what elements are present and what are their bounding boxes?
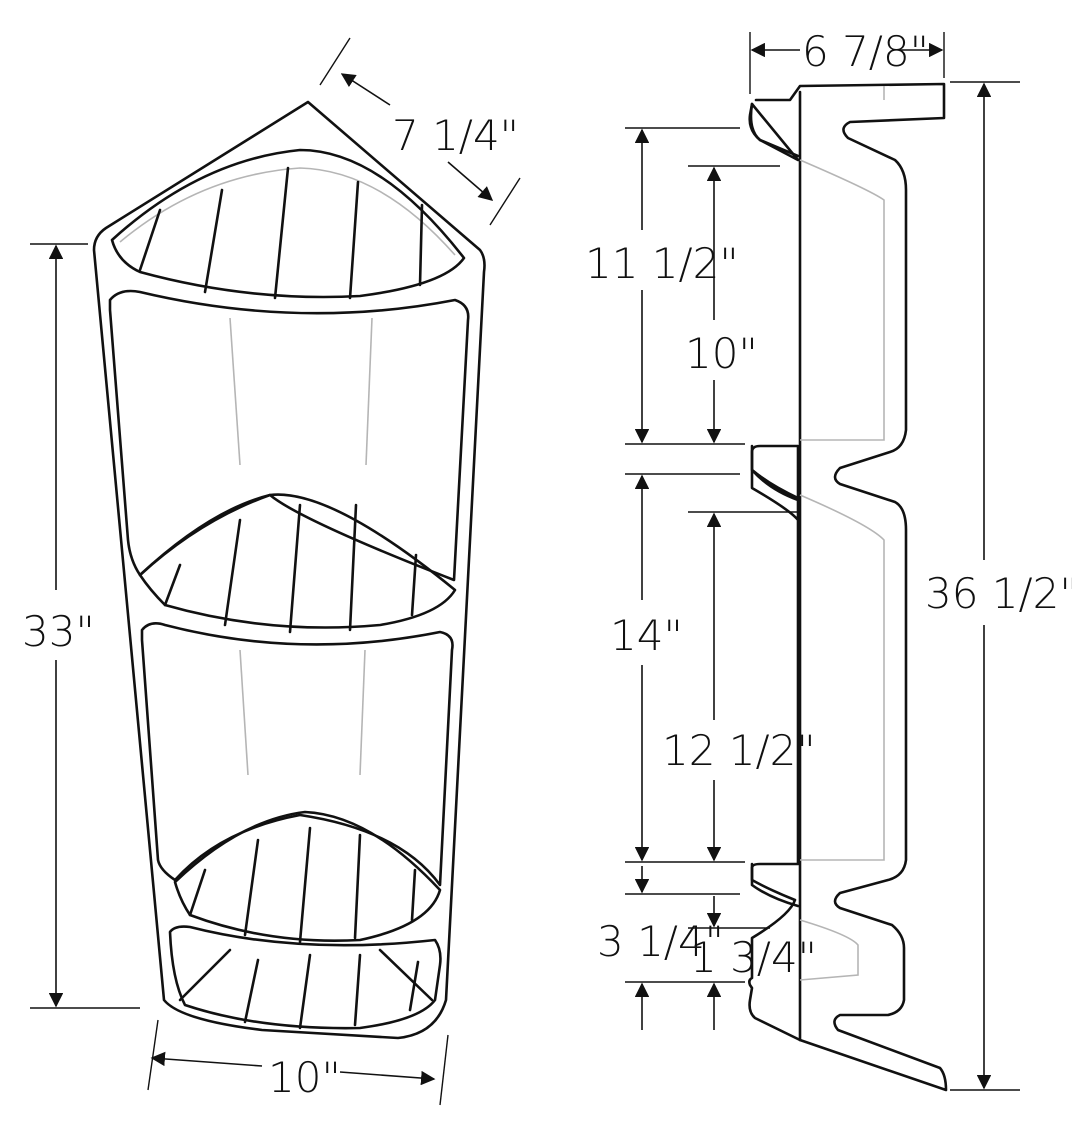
upper-opening [108, 289, 470, 582]
top-tray-ribs [138, 166, 424, 300]
lower-opening [140, 622, 454, 887]
side-upper-notch [749, 102, 800, 158]
side-middle-notch [750, 444, 800, 500]
side-total-height-label: 36 1/2" [925, 569, 1072, 618]
front-width-label: 10" [268, 1053, 341, 1102]
bottom-tray-ribs [178, 948, 434, 1030]
side-upper-inner-label: 10" [685, 329, 758, 378]
side-lower-dimensions: 3 1/4" 1 3/4" [597, 866, 817, 1030]
bottom-tray [168, 925, 442, 1030]
side-middle-inner-label: 12 1/2" [662, 726, 816, 775]
side-depth-dimension: 6 7/8" [749, 27, 945, 94]
front-height-dimension: 33" [22, 243, 140, 1009]
front-top-label: 7 1/4" [392, 111, 519, 160]
side-middle-outer-label: 14" [610, 611, 683, 660]
side-upper-outer-label: 11 1/2" [585, 239, 739, 288]
side-depth-label: 6 7/8" [802, 27, 929, 76]
side-lower-outer-label: 3 1/4" [597, 917, 724, 966]
front-top-dimension: 7 1/4" [319, 37, 521, 226]
front-outer-outline [92, 100, 486, 1040]
side-total-height-dimension: 36 1/2" [925, 81, 1072, 1091]
top-tray [110, 148, 466, 299]
front-view-shelf [92, 100, 486, 1040]
side-lower-inner-label: 1 3/4" [690, 933, 817, 982]
lower-tray [173, 810, 442, 943]
middle-tray [138, 493, 457, 629]
lower-tray-ribs [188, 826, 417, 944]
side-view-profile [748, 82, 948, 1092]
middle-tray-ribs [163, 503, 418, 634]
side-hidden-lines [799, 86, 885, 981]
front-width-dimension: 10" [147, 1019, 449, 1106]
front-height-label: 33" [22, 607, 95, 656]
side-lower-notch [750, 862, 800, 908]
side-middle-dimensions: 14" 12 1/2" [610, 473, 816, 863]
side-upper-dimensions: 11 1/2" 10" [585, 127, 780, 445]
